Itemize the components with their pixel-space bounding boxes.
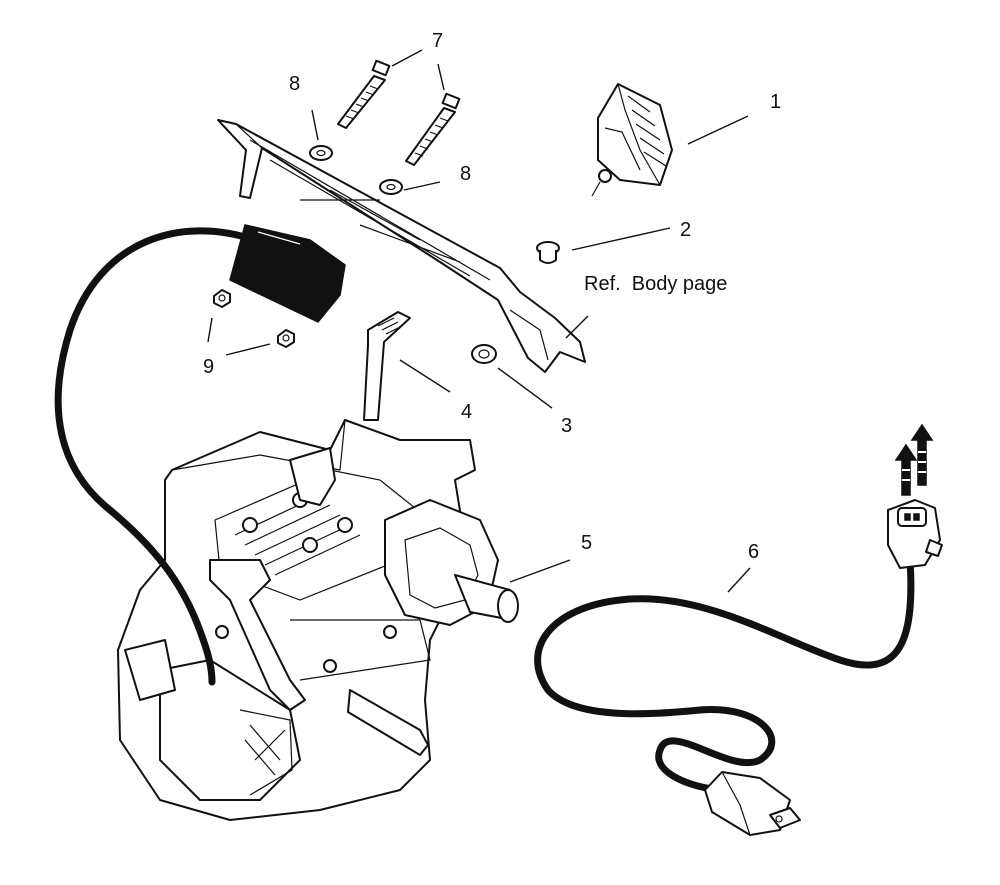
relay-cord (54, 227, 259, 686)
callouts: 1 2 3 4 5 6 7 8 8 9 (203, 30, 781, 563)
part-5-engine (117, 419, 519, 821)
part-1-knob (591, 83, 673, 197)
callout-1: 1 (770, 91, 781, 113)
part-6-power-cord (534, 423, 943, 836)
male-plug (704, 771, 801, 836)
part-9-nuts (213, 289, 295, 348)
starter-relay-box (229, 224, 346, 323)
callout-4: 4 (461, 401, 472, 423)
part-2-grommet (536, 241, 560, 264)
part-4-switch (363, 311, 411, 421)
callout-5: 5 (581, 532, 592, 554)
part-7-bolts (337, 59, 461, 166)
callout-8-right: 8 (460, 163, 471, 185)
direction-arrows-icon (894, 423, 934, 496)
leader-lines (207, 49, 751, 593)
mounting-bracket (217, 119, 586, 373)
callout-6: 6 (748, 541, 759, 563)
callout-9: 9 (203, 356, 214, 378)
callout-8-left: 8 (289, 73, 300, 95)
receptacle-plug (887, 499, 943, 569)
reference-note: Ref. Body page (584, 273, 727, 295)
part-8-washers (309, 145, 403, 195)
part-3-nut (471, 344, 497, 364)
callout-7: 7 (432, 30, 443, 52)
callout-2: 2 (680, 219, 691, 241)
callout-3: 3 (561, 415, 572, 437)
